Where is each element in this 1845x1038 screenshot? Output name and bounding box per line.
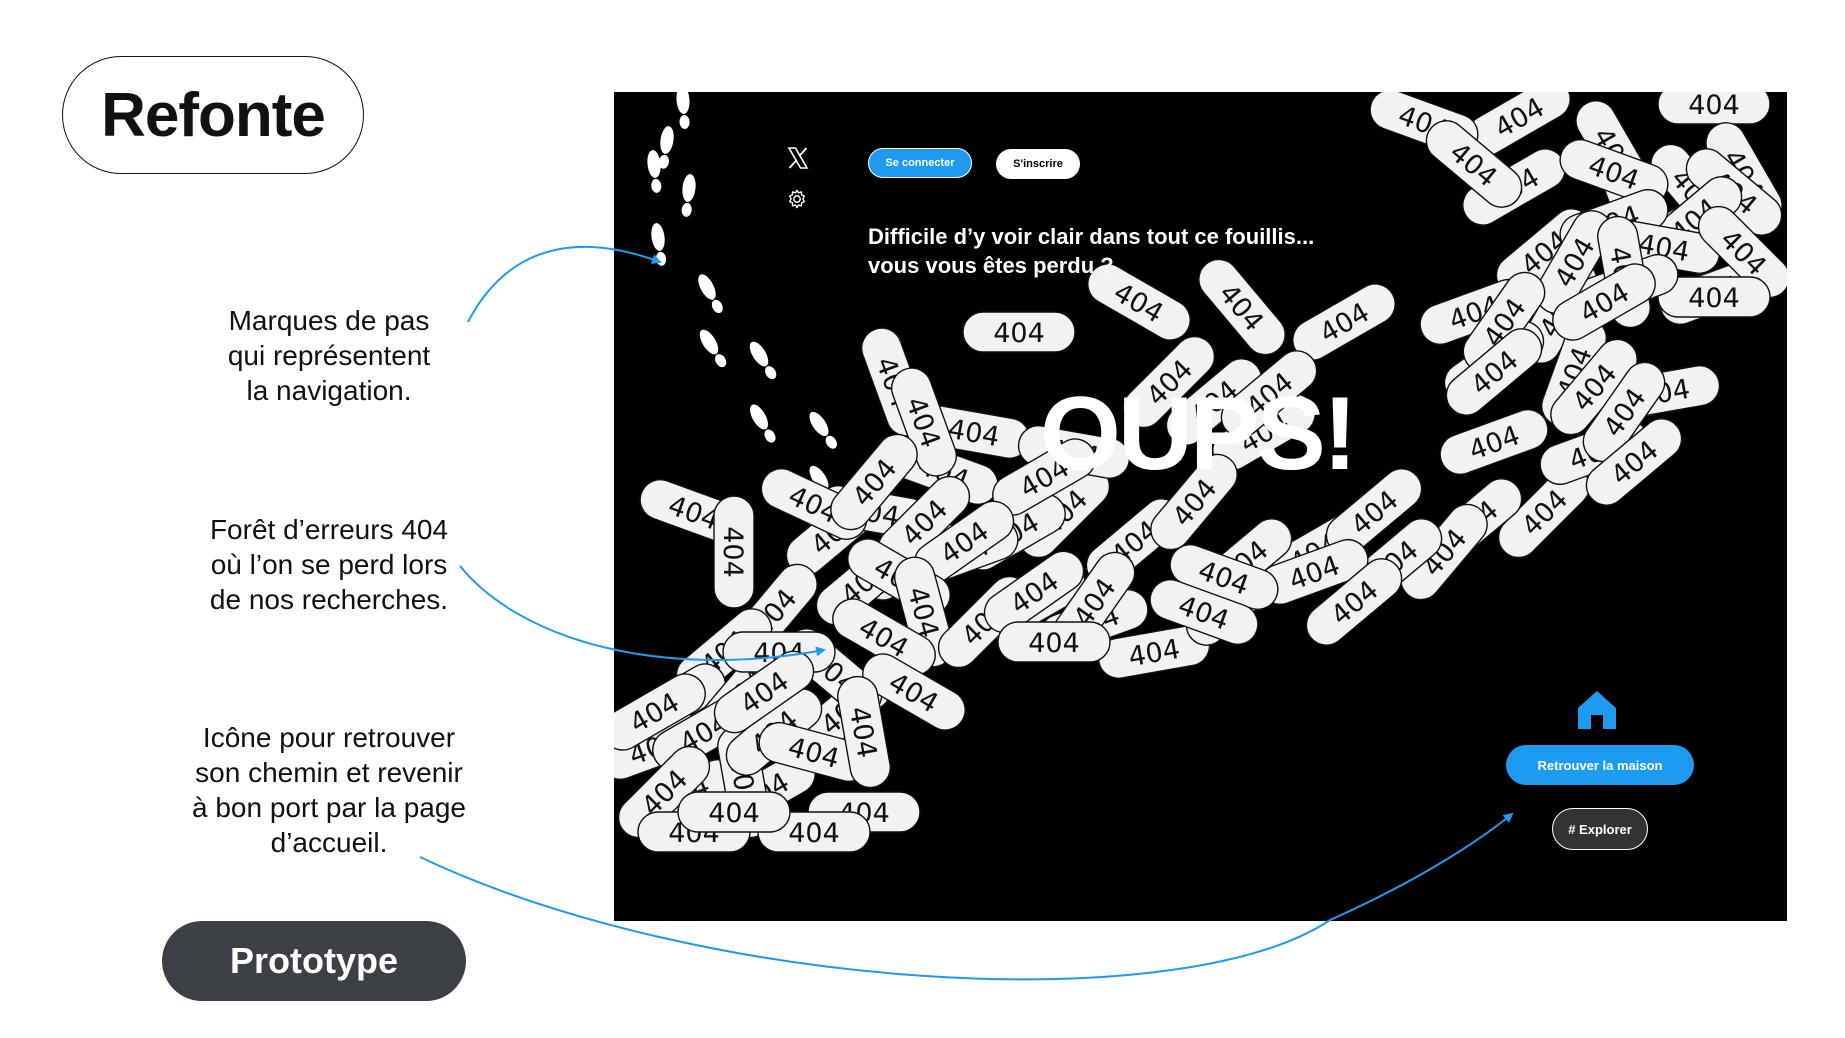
error-404-tag: 404 (1657, 92, 1771, 125)
note-line: Marques de pas (228, 305, 430, 336)
oups-title: OUPS! (1040, 376, 1357, 492)
error-404-tag: 404 (997, 621, 1111, 663)
explore-button[interactable]: # Explorer (1552, 808, 1648, 850)
error-404-tag: 404 (758, 721, 870, 783)
signup-button[interactable]: S'inscrire (996, 149, 1080, 179)
error-code-text: 404 (788, 818, 840, 849)
footprint-icon (647, 150, 662, 193)
error-code-text: 404 (1465, 420, 1524, 467)
forest-annotation: Forêt d’erreurs 404 où l’on se perd lors… (160, 512, 498, 617)
note-line: d’accueil. (270, 827, 388, 858)
error-404-tag: 404 (962, 311, 1076, 353)
error-code-text: 404 (1688, 283, 1740, 314)
note-line: Forêt d’erreurs 404 (209, 514, 449, 545)
footprint-icon (651, 223, 667, 266)
error-forest: 4044044044044044044044044044044044044044… (614, 92, 1787, 853)
gear-icon[interactable] (786, 188, 808, 210)
x-logo-icon[interactable] (786, 146, 810, 170)
message-line: vous vous êtes perdu ? (868, 253, 1114, 278)
note-line: la navigation. (246, 375, 412, 406)
lost-message: Difficile d’y voir clair dans tout ce fo… (868, 222, 1388, 280)
error-code-text: 404 (993, 318, 1045, 349)
message-line: Difficile d’y voir clair dans tout ce fo… (868, 224, 1315, 249)
footprint-icon (749, 341, 777, 380)
footprints-trail (647, 92, 838, 503)
house-icon[interactable] (1575, 688, 1619, 732)
note-line: de nos recherches. (209, 584, 449, 615)
footprint-icon (658, 126, 674, 169)
footprint-icon (676, 92, 690, 129)
footprints-annotation: Marques de pas qui représentent la navig… (160, 303, 498, 408)
error-code-text: 404 (1688, 92, 1740, 121)
login-button[interactable]: Se connecter (868, 148, 972, 178)
refonte-badge: Refonte (62, 56, 364, 174)
note-line: qui représentent (227, 340, 431, 371)
error-404-tag: 404 (1657, 276, 1771, 318)
footprint-icon (681, 174, 696, 217)
error-code-text: 404 (1028, 628, 1080, 659)
error-404-tag: 404 (1439, 408, 1549, 476)
footprint-icon (698, 274, 723, 314)
footprint-icon (750, 404, 776, 443)
error-404-tag: 404 (1259, 538, 1369, 606)
note-line: à bon port par la page (192, 792, 466, 823)
note-line: Icône pour retrouver (202, 722, 456, 753)
footprint-icon (699, 329, 727, 368)
footprint-icon (809, 411, 838, 449)
error-code-text: 404 (717, 526, 748, 578)
home-icon-annotation: Icône pour retrouver son chemin et reven… (150, 720, 508, 860)
error-404-tag: 404 (614, 673, 706, 751)
error-404-tag: 404 (677, 791, 791, 833)
prototype-badge: Prototype (162, 921, 466, 1001)
go-home-button[interactable]: Retrouver la maison (1506, 745, 1694, 785)
error-404-tag: 404 (1325, 468, 1423, 556)
error-404-tag: 404 (837, 675, 891, 789)
note-line: son chemin et revenir (195, 757, 463, 788)
error-404-tag: 404 (713, 495, 755, 609)
error-404-tag: 404 (1097, 625, 1211, 679)
error-404-tag: 404 (893, 556, 955, 668)
note-line: où l’on se perd lors (210, 549, 448, 580)
error-code-text: 404 (708, 798, 760, 829)
